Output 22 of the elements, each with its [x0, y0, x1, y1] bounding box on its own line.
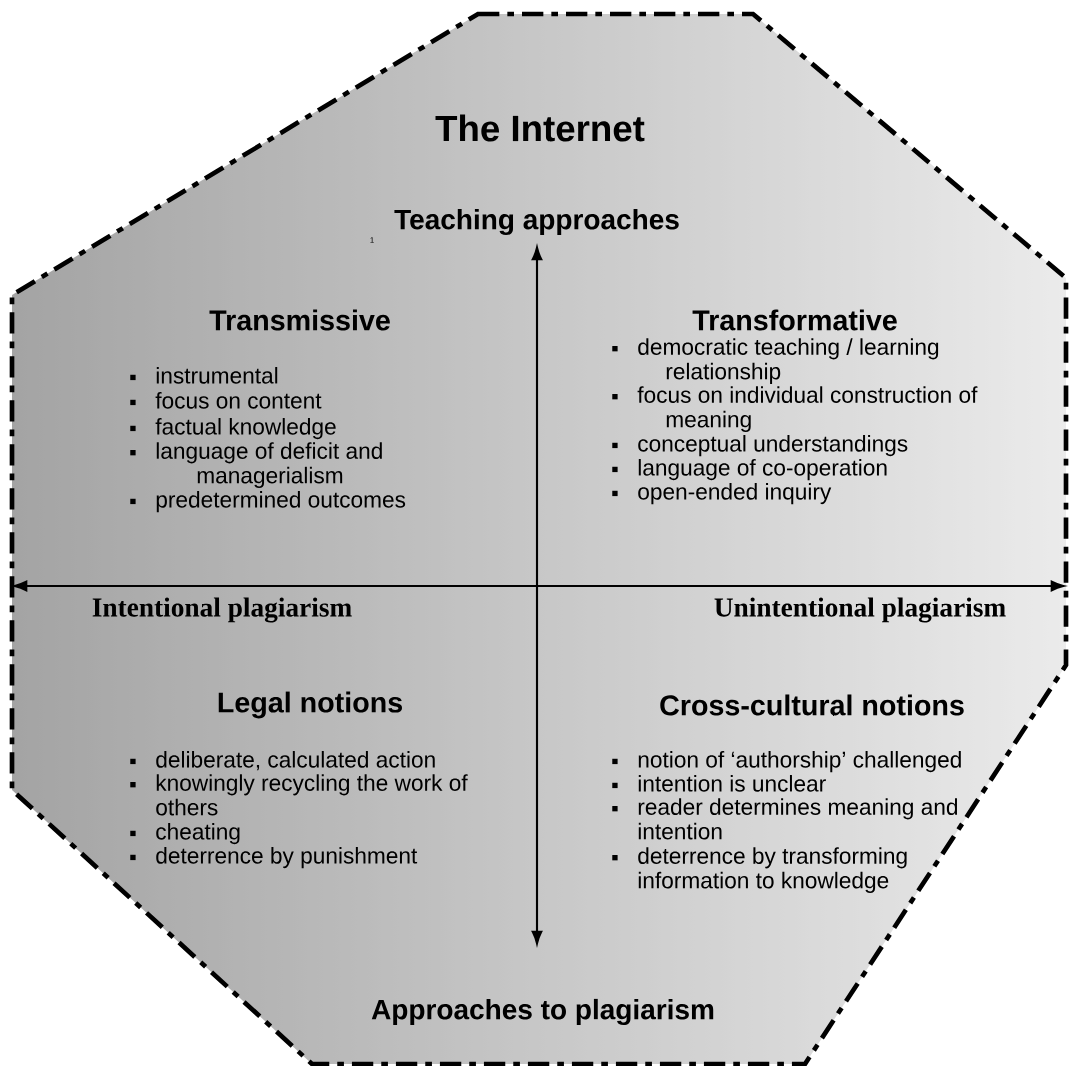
quadrant-heading: Legal notions [218, 691, 402, 719]
bullet-item: intention is unclear [612, 775, 826, 792]
quadrant-heading: Transformative [692, 309, 897, 331]
bullet-item: language of co-operation [612, 459, 887, 481]
bullet-item: instrumental [130, 367, 278, 384]
bullet-item: notion of ‘authorship’ challenged [612, 751, 961, 773]
footnote-mark: 1 [370, 237, 374, 243]
bullet-item: conceptual understandings [612, 435, 908, 457]
quadrant-heading: Cross-cultural notions [660, 694, 964, 716]
bullet-item: deterrence by punishment [130, 847, 418, 869]
bullet-item: open-ended inquiry [612, 483, 832, 505]
bullet-item: cheating [130, 823, 240, 845]
bullet-item: predetermined outcomes [130, 491, 406, 513]
axis-label: Unintentional plagiarism [714, 597, 1006, 623]
axis-title: Approaches to plagiarism [371, 998, 714, 1026]
axis-title: Teaching approaches [394, 208, 679, 236]
bullet-item: focus on content [130, 392, 322, 409]
bullet-item: deterrence by transforming information to knowledge [612, 847, 907, 893]
quadrant-heading: Transmissive [209, 309, 390, 331]
axis-label: Intentional plagiarism [92, 597, 352, 623]
bullet-item: deliberate, calculated action [130, 751, 435, 771]
bullet-item: factual knowledge [130, 418, 336, 440]
